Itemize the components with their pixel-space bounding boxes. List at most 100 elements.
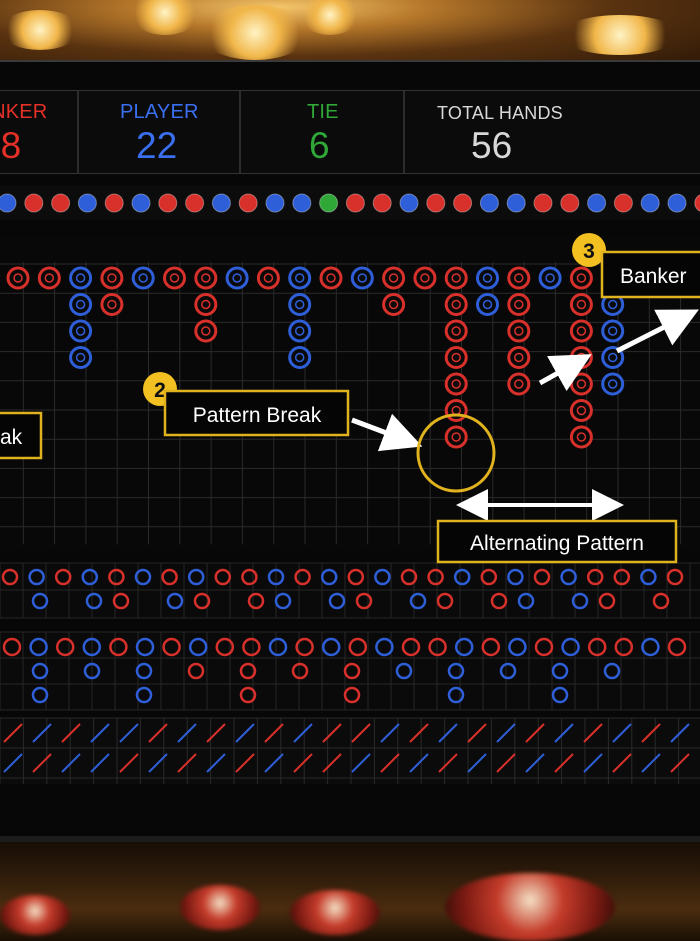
big-road-ring-inner <box>514 326 524 336</box>
small-road-ring <box>507 568 524 586</box>
scoreboard: BANKER 18 PLAYER 22 TIE 6 TOTAL HANDS 56 <box>0 90 700 174</box>
small-road-ring <box>135 686 153 704</box>
total-count: 56 <box>471 125 513 166</box>
big-road-ring <box>288 293 312 316</box>
big-road-ring-inner <box>263 273 274 283</box>
big-road-ring <box>350 266 374 290</box>
small-road-ring <box>401 637 421 657</box>
cockroach-slash <box>467 753 487 773</box>
big-road-ring-inner <box>44 273 55 283</box>
big-road-ring <box>601 346 625 369</box>
big-road-ring-inner <box>75 299 86 310</box>
cockroach-slash <box>293 723 313 743</box>
big-road-ring <box>569 425 593 449</box>
tie-label: TIE <box>307 101 339 123</box>
small-road-ring <box>667 637 687 657</box>
small-road-ring <box>447 686 465 704</box>
small-road-ring <box>166 592 184 610</box>
bead-dot <box>613 193 633 213</box>
big-road-ring-inner <box>75 352 86 363</box>
cockroach-slash <box>496 753 516 773</box>
big-road-ring <box>507 266 531 290</box>
annotation-banker: 3 Banker <box>538 233 700 392</box>
big-road-ring-inner <box>388 299 399 310</box>
bead-dot <box>0 193 17 213</box>
small-road-ring <box>428 637 447 657</box>
bead-dot <box>426 193 446 213</box>
bead-dot <box>399 193 419 213</box>
small-road-ring <box>533 568 551 586</box>
small-road-ring <box>267 568 285 586</box>
big-road-ring-inner <box>514 352 524 363</box>
small-roads <box>1 568 687 704</box>
player-count: 22 <box>136 125 178 166</box>
small-road-ring <box>31 662 49 680</box>
small-road-ring <box>355 592 373 610</box>
cockroach-slash <box>670 753 690 773</box>
big-road-ring-inner <box>201 299 211 310</box>
big-road-ring-inner <box>201 273 211 283</box>
cockroach-pig-road <box>0 717 700 784</box>
small-road-ring <box>135 662 153 680</box>
big-road-ring-inner <box>107 299 117 310</box>
small-road-ring <box>83 662 101 680</box>
small-road-ring <box>81 568 99 586</box>
small-road-ring <box>274 592 292 610</box>
big-road-ring <box>601 319 625 343</box>
annotation-alternating: Alternating Pattern <box>436 489 678 564</box>
big-road-ring-inner <box>514 299 524 310</box>
small-road-ring <box>268 637 288 657</box>
cockroach-slash <box>206 723 226 743</box>
small-road-ring <box>112 592 130 610</box>
cockroach-slash <box>322 753 342 773</box>
small-road-ring <box>188 637 208 657</box>
pattern-break-label: Pattern Break <box>193 404 322 427</box>
big-road-ring-inner <box>576 273 587 283</box>
big-road-ring-inner <box>514 273 524 283</box>
cockroach-slash <box>351 723 371 743</box>
bead-dot <box>158 193 178 213</box>
small-road-ring <box>508 637 527 657</box>
small-road-ring <box>490 592 508 610</box>
cockroach-slash <box>583 723 603 743</box>
big-road-ring <box>476 266 499 290</box>
big-road-ring-inner <box>357 273 368 283</box>
chandelier-light <box>200 5 310 60</box>
small-road-ring <box>2 637 22 657</box>
big-road-ring-inner <box>576 432 587 442</box>
casino-ceiling <box>0 0 700 70</box>
banker-label: BANKER <box>0 101 48 123</box>
cockroach-slash <box>380 723 400 743</box>
small-road-ring <box>517 592 535 610</box>
cockroach-slash <box>496 723 516 743</box>
cockroach-slash <box>554 753 574 773</box>
small-road-ring <box>551 686 569 704</box>
big-road-ring-inner <box>451 326 461 336</box>
small-road-ring <box>28 568 45 586</box>
small-road-ring <box>534 637 554 657</box>
big-road-ring-inner <box>75 326 86 336</box>
annotation-left-cut: ak <box>0 411 43 460</box>
big-road-ring <box>476 293 499 316</box>
small-road-ring <box>29 637 48 657</box>
bead-dot <box>265 193 285 213</box>
small-road-ring <box>85 592 103 610</box>
bead-dot <box>238 193 258 213</box>
roadmap-monitor: BANKER 18 PLAYER 22 TIE 6 TOTAL HANDS 56 <box>0 60 700 842</box>
cockroach-slash <box>3 753 23 773</box>
big-road-ring-inner <box>107 273 117 283</box>
bead-dot <box>319 193 339 213</box>
small-road-ring <box>54 568 72 586</box>
big-road-ring <box>319 266 343 290</box>
cockroach-slash <box>264 753 284 773</box>
small-road-ring <box>31 592 49 610</box>
pattern-break-badge-number: 2 <box>154 379 166 402</box>
cockroach-slash <box>61 723 81 743</box>
small-road-ring <box>31 686 49 704</box>
big-road-ring-inner <box>451 352 461 363</box>
bead-dot <box>533 193 553 213</box>
roadmap-grid: 2 Pattern Break 3 Banker Alternating Pat… <box>0 186 700 784</box>
big-road-ring-inner <box>326 273 336 283</box>
big-road-ring <box>507 293 531 316</box>
chandelier-light <box>130 0 200 35</box>
